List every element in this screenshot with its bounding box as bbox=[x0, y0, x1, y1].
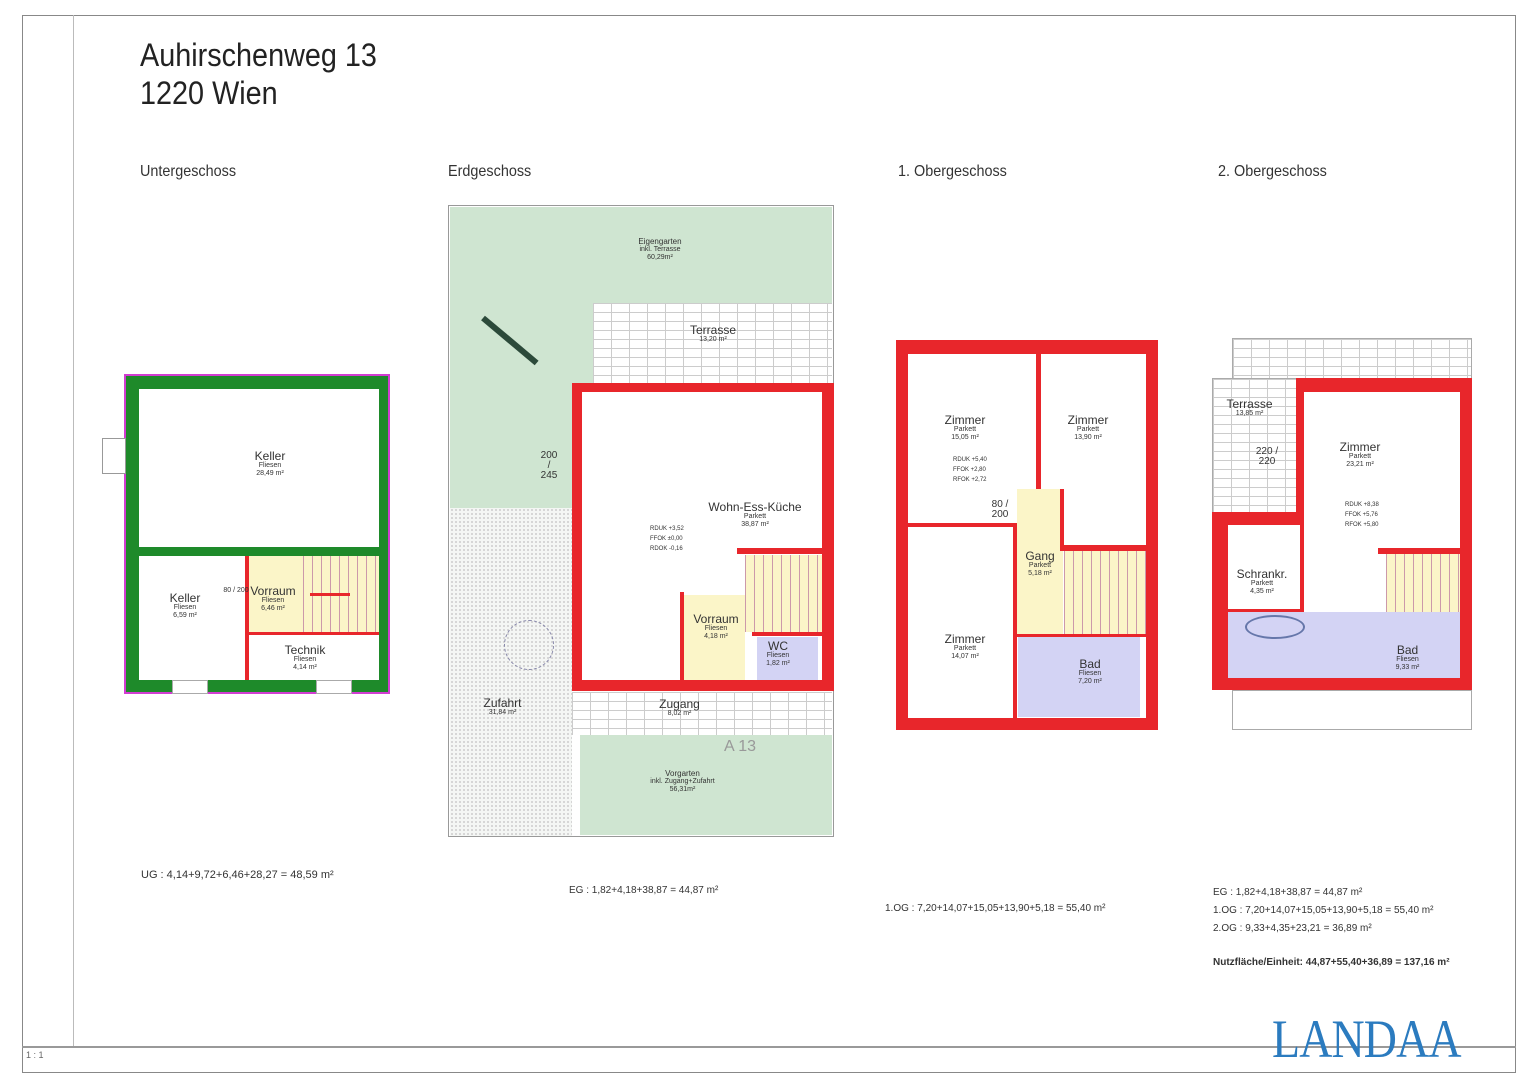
unit-number: A 13 bbox=[723, 738, 757, 755]
address-street: Auhirschenweg 13 bbox=[140, 37, 377, 73]
address: Auhirschenweg 13 1220 Wien bbox=[140, 36, 377, 112]
area-summary-ug: UG : 4,14+9,72+6,46+28,27 = 48,59 m² bbox=[141, 869, 334, 881]
address-city: 1220 Wien bbox=[140, 75, 278, 111]
floor-label-ug: Untergeschoss bbox=[140, 163, 237, 180]
margin-line bbox=[73, 15, 74, 1048]
area-summary-total-list: EG : 1,82+4,18+38,87 = 44,87 m² 1.OG : 7… bbox=[1213, 887, 1434, 934]
floor-label-og2: 2. Obergeschoss bbox=[1218, 163, 1327, 180]
footer-divider bbox=[22, 1046, 1516, 1048]
window-size-eg: 200 / 245 bbox=[540, 450, 558, 481]
door-size-2og: 220 / 220 bbox=[1255, 446, 1279, 467]
area-summary-eg: EG : 1,82+4,18+38,87 = 44,87 m² bbox=[569, 885, 719, 896]
door-size-ug: 80 / 200 bbox=[223, 587, 249, 594]
total-usable-area: Nutzfläche/Einheit: 44,87+55,40+36,89 = … bbox=[1213, 957, 1450, 968]
scale-label: 1 : 1 bbox=[26, 1050, 44, 1060]
door-size-1og: 80 / 200 bbox=[991, 499, 1009, 520]
floor-label-eg: Erdgeschoss bbox=[448, 163, 532, 180]
landaa-logo: LANDAA bbox=[1272, 1009, 1462, 1069]
sheet-frame bbox=[22, 15, 1516, 1073]
floor-label-og1: 1. Obergeschoss bbox=[898, 163, 1007, 180]
area-summary-1og: 1.OG : 7,20+14,07+15,05+13,90+5,18 = 55,… bbox=[885, 903, 1106, 914]
